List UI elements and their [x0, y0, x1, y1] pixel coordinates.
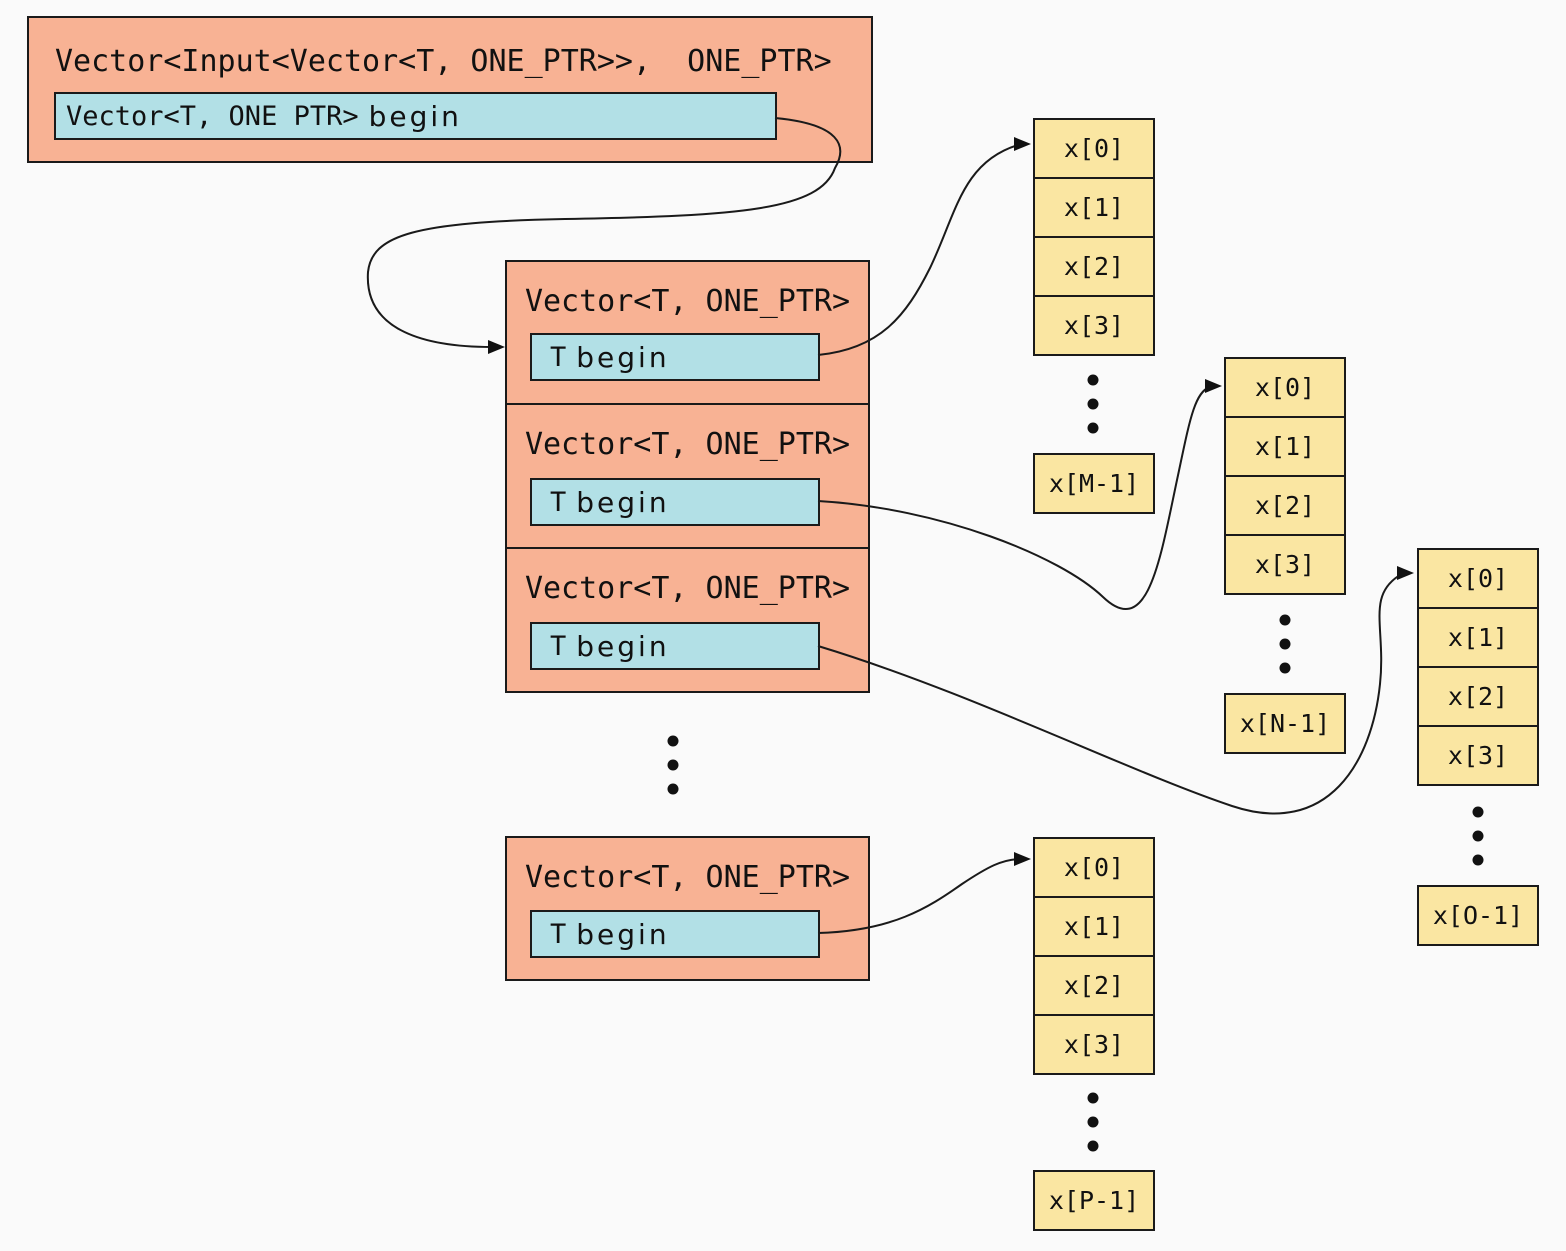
begin-pointer-field-2: T begin	[530, 622, 820, 670]
ellipsis-array-p-icon	[1087, 1092, 1099, 1152]
pointer-type-label: T	[550, 918, 567, 950]
arrowhead-icon	[488, 340, 505, 354]
array-o: x[0] x[1] x[2] x[3]	[1417, 548, 1539, 786]
array-cell: x[3]	[1033, 295, 1155, 356]
array-cell: x[0]	[1033, 837, 1155, 898]
array-n: x[0] x[1] x[2] x[3]	[1224, 357, 1346, 595]
array-n-last-cell: x[N-1]	[1224, 693, 1346, 754]
ellipsis-array-m-icon	[1087, 374, 1099, 434]
stack-vector-title-1: Vector<T, ONE_PTR>	[524, 427, 851, 462]
begin-label: begin	[576, 629, 670, 663]
stack-vector-box-1: Vector<T, ONE_PTR> T begin	[505, 403, 870, 549]
array-o-last-cell: x[O-1]	[1417, 885, 1539, 946]
begin-pointer-field-last: T begin	[530, 910, 820, 958]
arrowhead-icon	[1397, 566, 1414, 580]
outer-vector-box: Vector<Input<Vector<T, ONE_PTR>>, ONE_PT…	[27, 16, 873, 163]
begin-label: begin	[368, 99, 462, 133]
array-cell: x[2]	[1417, 666, 1539, 727]
array-cell: x[2]	[1033, 236, 1155, 297]
stack-vector-title-0: Vector<T, ONE_PTR>	[524, 284, 851, 319]
array-cell: x[0]	[1224, 357, 1346, 418]
begin-label: begin	[576, 485, 670, 519]
begin-label: begin	[576, 917, 670, 951]
begin-label: begin	[576, 340, 670, 374]
outer-vector-title: Vector<Input<Vector<T, ONE_PTR>>, ONE_PT…	[55, 44, 832, 79]
array-p-last-cell: x[P-1]	[1033, 1170, 1155, 1231]
array-cell: x[0]	[1033, 118, 1155, 179]
pointer-type-label: T	[550, 630, 567, 662]
array-cell: x[1]	[1224, 416, 1346, 477]
array-m-last-cell: x[M-1]	[1033, 453, 1155, 514]
outer-begin-pointer-field: Vector<T, ONE PTR> begin	[54, 92, 777, 140]
array-cell: x[2]	[1224, 475, 1346, 536]
arrowhead-icon	[1205, 379, 1222, 393]
last-vector-title: Vector<T, ONE_PTR>	[524, 860, 851, 895]
ellipsis-stack-icon	[667, 735, 679, 795]
arrowhead-icon	[1014, 137, 1031, 151]
last-vector-box: Vector<T, ONE_PTR> T begin	[505, 836, 870, 981]
pointer-type-label: T	[550, 486, 567, 518]
pointer-type-label: T	[550, 341, 567, 373]
stack-vector-box-2: Vector<T, ONE_PTR> T begin	[505, 547, 870, 693]
stack-vector-box-0: Vector<T, ONE_PTR> T begin	[505, 260, 870, 405]
array-cell: x[0]	[1417, 548, 1539, 609]
array-cell: x[2]	[1033, 955, 1155, 1016]
array-cell: x[3]	[1417, 725, 1539, 786]
array-cell: x[1]	[1033, 896, 1155, 957]
array-cell: x[1]	[1033, 177, 1155, 238]
ellipsis-array-n-icon	[1279, 614, 1291, 674]
array-m: x[0] x[1] x[2] x[3]	[1033, 118, 1155, 356]
begin-pointer-field-0: T begin	[530, 333, 820, 381]
stack-vector-title-2: Vector<T, ONE_PTR>	[524, 571, 851, 606]
array-cell: x[1]	[1417, 607, 1539, 668]
arrowhead-icon	[1014, 852, 1031, 866]
array-p: x[0] x[1] x[2] x[3]	[1033, 837, 1155, 1075]
array-cell: x[3]	[1033, 1014, 1155, 1075]
ellipsis-array-o-icon	[1472, 806, 1484, 866]
pointer-type-label: Vector<T, ONE PTR>	[66, 100, 359, 132]
begin-pointer-field-1: T begin	[530, 478, 820, 526]
array-cell: x[3]	[1224, 534, 1346, 595]
